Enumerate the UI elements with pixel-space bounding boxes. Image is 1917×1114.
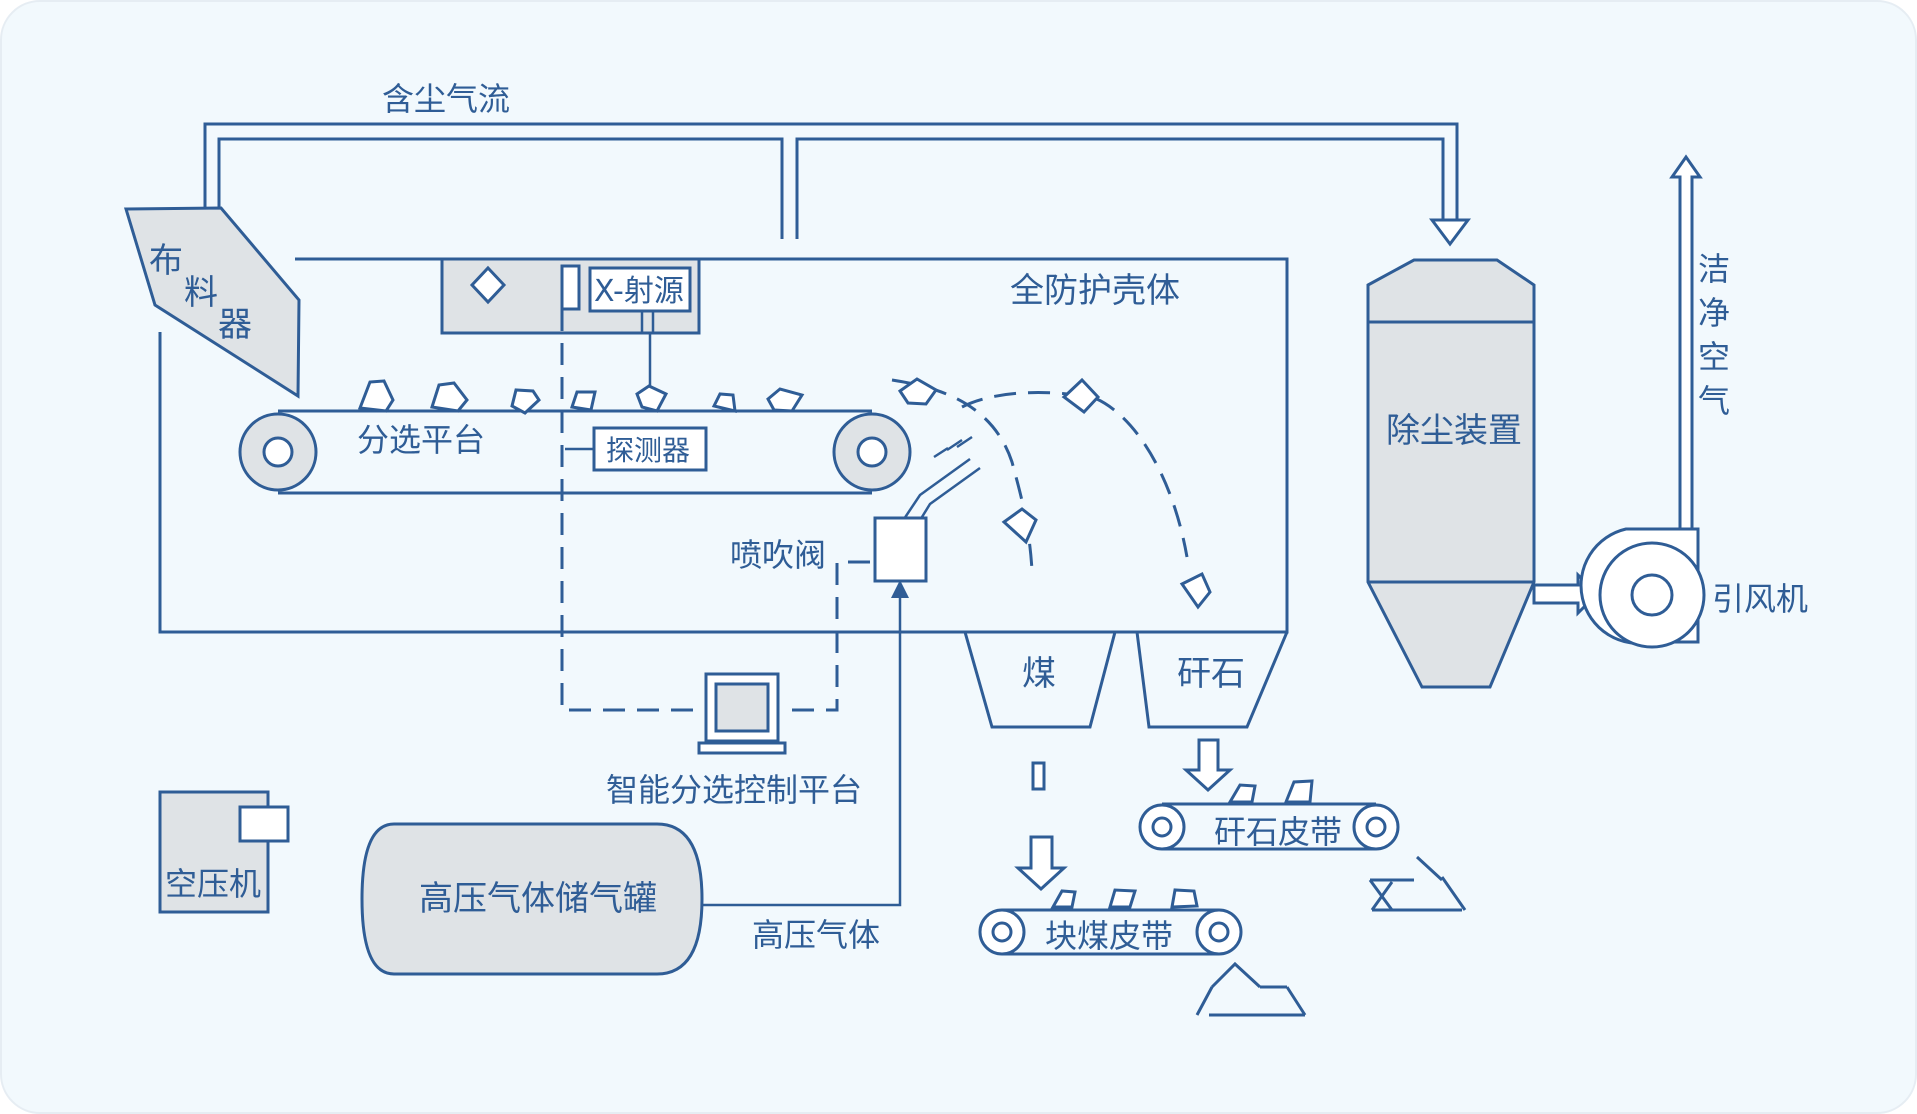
gas-line <box>702 592 902 907</box>
detector-box <box>592 426 708 472</box>
blow-valve-label: 喷吹阀 <box>730 536 826 574</box>
feeder-char-1: 布 <box>149 241 183 281</box>
xray-source-box <box>588 266 692 313</box>
coal-drop-marker <box>1031 761 1046 791</box>
high-pressure-gas-label: 高压气体 <box>752 916 880 954</box>
induced-fan-label: 引风机 <box>1712 580 1808 618</box>
gas-tank <box>360 822 704 976</box>
xray-emitter <box>560 264 581 311</box>
signal-line-right <box>792 560 874 712</box>
feeder-char-3: 器 <box>218 305 252 345</box>
gangue-pile <box>1368 876 1467 912</box>
signal-line-left <box>560 309 702 712</box>
sorting-conveyor <box>238 409 912 495</box>
gangue-label: 矸石 <box>1177 654 1245 694</box>
trajectory-long <box>961 391 1189 558</box>
gangue-belt <box>1138 779 1400 851</box>
compressor-panel <box>238 805 290 843</box>
lump-coal-belt <box>978 888 1243 956</box>
feeder <box>123 206 301 399</box>
gas-tank-label: 高压气体储气罐 <box>419 879 657 919</box>
coal-label: 煤 <box>1022 654 1056 694</box>
output-hoppers <box>963 631 1289 729</box>
clean-air-char-1: 洁 <box>1698 250 1730 288</box>
fan-icon <box>1579 527 1706 649</box>
gangue-belt-label: 矸石皮带 <box>1214 813 1342 851</box>
clean-air-char-2: 净 <box>1698 294 1730 332</box>
coal-down-arrow <box>1014 835 1068 892</box>
clean-air-char-3: 空 <box>1698 338 1730 376</box>
lump-coal-belt-label: 块煤皮带 <box>1045 917 1173 955</box>
gangue-down-arrow <box>1182 738 1234 793</box>
xray-source-label: X-射源 <box>594 274 684 309</box>
clean-air-char-4: 气 <box>1698 382 1730 420</box>
computer-icon <box>697 672 787 755</box>
feeder-char-2: 料 <box>184 273 218 313</box>
enclosure-label: 全防护壳体 <box>1010 271 1180 311</box>
blow-valve <box>873 435 981 583</box>
diamond-icon <box>469 265 507 305</box>
dust-removal-label: 除尘装置 <box>1386 411 1522 451</box>
coal-pile <box>1195 961 1307 1017</box>
dusty-airflow-label: 含尘气流 <box>382 80 510 118</box>
control-platform-label: 智能分选控制平台 <box>606 771 862 809</box>
dust-removal-unit <box>1366 258 1536 689</box>
gas-arrow <box>891 580 909 598</box>
detector-label: 探测器 <box>606 434 690 467</box>
ore-lumps <box>357 379 805 415</box>
protective-enclosure <box>158 257 1289 634</box>
air-compressor-label: 空压机 <box>165 865 261 903</box>
dust-duct <box>203 122 1471 247</box>
sorting-platform-label: 分选平台 <box>357 421 485 459</box>
clean-air-arrow <box>1669 154 1703 531</box>
